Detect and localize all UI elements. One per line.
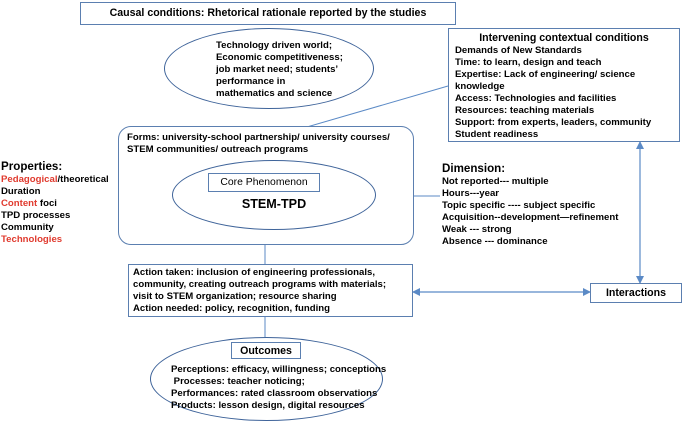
action-line: Action needed: policy, recognition, fund… (133, 303, 331, 314)
property-item: Content foci (1, 198, 57, 210)
property-item: Community (1, 222, 54, 234)
causal-conditions-title-box: Causal conditions: Rhetorical rationale … (80, 2, 456, 25)
intervening-title: Intervening contextual conditions (479, 32, 649, 44)
intervening-line: Support: from experts, leaders, communit… (455, 117, 652, 128)
causal-line: job market need; students’ (216, 64, 339, 75)
outcomes-label: Outcomes (240, 345, 292, 357)
property-item: Technologies (1, 234, 62, 246)
property-text: Community (1, 222, 54, 233)
property-text: Duration (1, 186, 41, 197)
property-highlight: Technologies (1, 234, 63, 245)
intervening-to-phenomenon-line (299, 85, 449, 130)
outcomes-label-box: Outcomes (231, 342, 301, 359)
dimension-item: Absence --- dominance (442, 236, 548, 247)
core-phenomenon-name: STEM-TPD (241, 197, 307, 211)
property-text: /theoretical (57, 174, 109, 185)
core-phenomenon-label-box: Core Phenomenon (208, 173, 320, 192)
core-phenomenon-ellipse (172, 160, 376, 230)
dimension-item: Acquisition--development—refinement (442, 212, 619, 223)
outcome-item: Perceptions: efficacy, willingness; conc… (171, 364, 387, 375)
property-item: Duration (1, 186, 40, 198)
intervening-line: Demands of New Standards (455, 45, 582, 56)
outcome-item: Products: lesson design, digital resourc… (171, 400, 365, 411)
action-line: community, creating outreach programs wi… (133, 279, 387, 290)
dimension-title: Dimension: (442, 162, 506, 175)
property-highlight: Pedagogical (1, 174, 58, 185)
outcome-item: Performances: rated classroom observatio… (171, 388, 378, 399)
intervening-line: Expertise: Lack of engineering/ science (455, 69, 636, 80)
dimension-item: Not reported--- multiple (442, 176, 549, 187)
intervening-line: Time: to learn, design and teach (455, 57, 602, 68)
causal-conditions-title: Causal conditions: Rhetorical rationale … (109, 7, 427, 19)
causal-line: mathematics and science (216, 88, 333, 99)
properties-title: Properties: (1, 160, 63, 173)
action-line: Action taken: inclusion of engineering p… (133, 267, 376, 278)
intervening-conditions-box: Intervening contextual conditions Demand… (448, 28, 680, 142)
intervening-line: knowledge (455, 81, 505, 92)
interactions-label: Interactions (605, 287, 667, 299)
causal-line: Economic competitiveness; (216, 52, 343, 63)
property-highlight: Content (1, 198, 38, 209)
dimension-item: Topic specific ---- subject specific (442, 200, 596, 211)
causal-conditions-ellipse (164, 28, 374, 109)
intervening-line: Student readiness (455, 129, 539, 140)
action-box: Action taken: inclusion of engineering p… (128, 264, 413, 317)
forms-line: Forms: university-school partnership/ un… (127, 132, 390, 143)
causal-line: performance in (216, 76, 286, 87)
property-item: TPD processes (1, 210, 70, 222)
property-text: TPD processes (1, 210, 71, 221)
property-text: foci (37, 198, 57, 209)
causal-line: Technology driven world; (216, 40, 333, 51)
core-phenomenon-label: Core Phenomenon (220, 177, 308, 188)
outcome-item: Processes: teacher noticing; (171, 376, 305, 387)
property-item: Pedagogical/theoretical (1, 174, 109, 186)
action-line: visit to STEM organization; resource sha… (133, 291, 337, 302)
dimension-item: Weak --- strong (442, 224, 512, 235)
dimension-item: Hours---year (442, 188, 500, 199)
interactions-box: Interactions (590, 283, 682, 303)
intervening-line: Resources: teaching materials (455, 105, 595, 116)
forms-line: STEM communities/ outreach programs (127, 144, 309, 155)
intervening-line: Access: Technologies and facilities (455, 93, 617, 104)
